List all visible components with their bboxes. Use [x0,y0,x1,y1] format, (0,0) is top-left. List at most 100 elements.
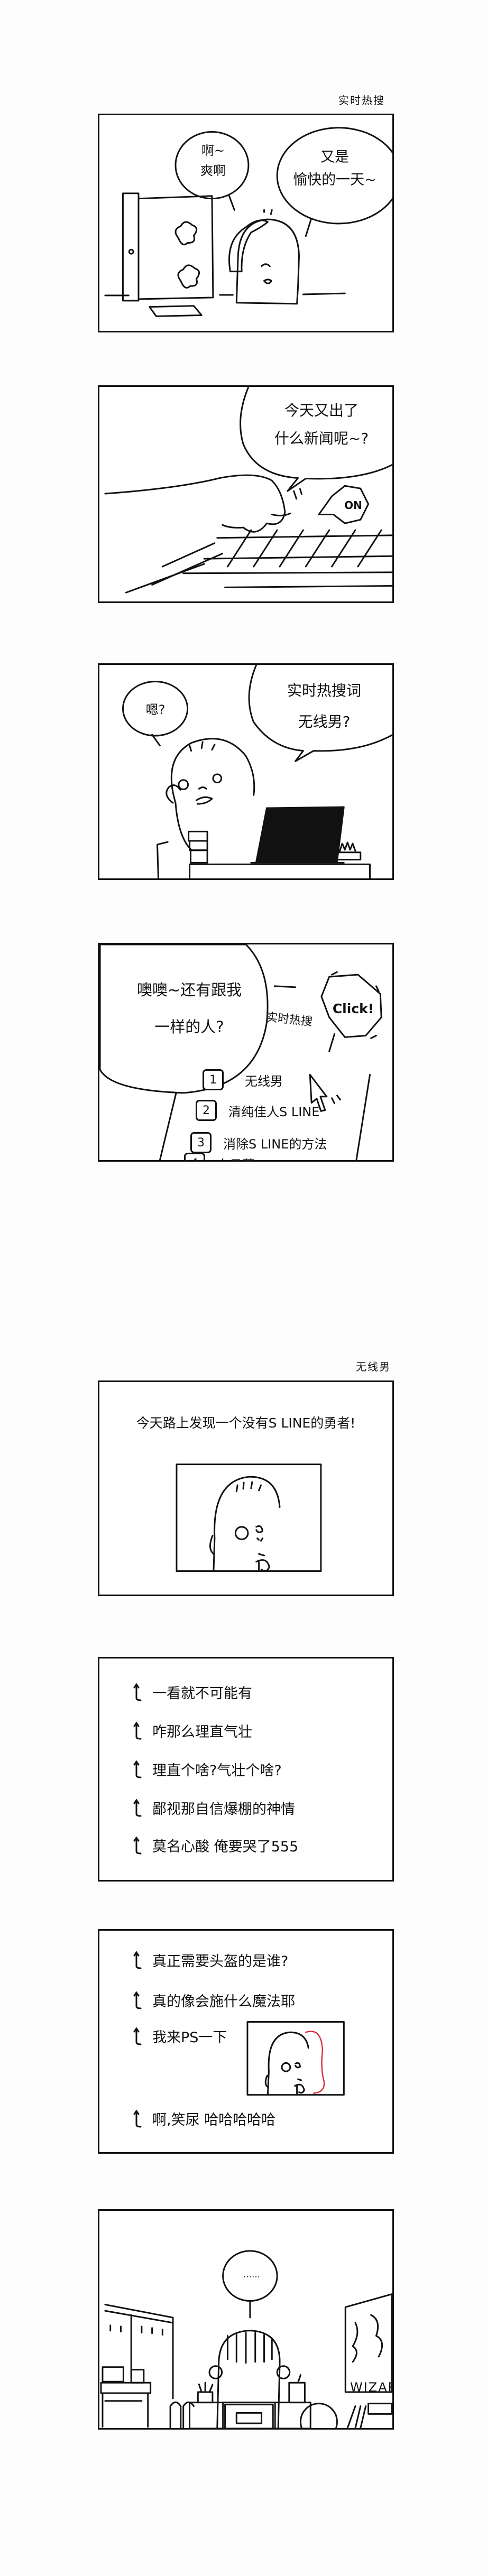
bubble-line: 爽啊 [200,163,226,179]
comment-text: 啊,笑尿 哈哈哈哈哈 [152,2112,276,2128]
comment-line: 鄙视那自信爆棚的神情 [131,1797,295,1818]
desk [189,2402,311,2428]
poster [344,2293,392,2393]
hot-list-item[interactable]: 2 清纯佳人S LINE [196,1100,319,1121]
door-icon [122,192,214,302]
strip-title: 无线男 [356,1360,391,1373]
character-back [208,2330,291,2428]
reply-arrow-icon [133,1683,142,1701]
rank-badge: 4 [184,1153,205,1160]
chair-back [224,2404,274,2428]
speech-bubble-right [248,665,392,762]
plant [336,841,362,861]
on-burst [318,485,370,524]
comic-panel-3: 嗯? 实时热搜词 无线男? [98,663,394,880]
reply-arrow-icon [133,2109,142,2127]
comment-line: 咋那么理直气壮 [131,1720,252,1741]
comic-panel-7: 真正需要头盔的是谁? 真的像会施什么魔法耶 我来PS一下 啊,笑尿 哈哈哈哈哈 [98,1929,394,2154]
hot-list-label: 向日葵 [217,1154,255,1161]
reply-arrow-icon [133,1721,142,1739]
panel-8-drawing [100,2250,392,2428]
hot-list-label: 清纯佳人S LINE [228,1104,320,1119]
bubble-tail [228,195,235,211]
character [228,209,300,305]
cup-stack [188,830,208,864]
laptop [255,806,345,863]
cup-stack [288,2374,306,2404]
keyboard [151,529,392,588]
panel-7-drawing [246,2021,345,2096]
bottles [169,2401,195,2428]
key-press [271,512,291,516]
comment-line: 真正需要头盔的是谁? [131,1950,288,1970]
bubble-line: 噢噢~还有跟我 [136,981,242,999]
comment-text: 鄙视那自信爆棚的神情 [152,1801,295,1818]
comic-panel-1: 啊~ 爽啊 又是 愉快的一天~ [98,114,394,332]
bubble-line: 一样的人? [154,1017,224,1036]
comment-text: 我来PS一下 [152,2030,227,2046]
reply-arrow-icon [133,1799,142,1817]
comment-text: 咋那么理直气壮 [152,1724,252,1740]
click-burst [320,974,382,1038]
speech-bubble-layer [99,944,269,1094]
bubble-text-right: 又是 愉快的一天~ [282,146,388,191]
bubble-line: 啊~ [201,143,225,158]
bag [300,2403,338,2428]
books [346,2403,392,2428]
rank-badge: 2 [196,1100,217,1121]
chair [157,841,169,878]
comment-line: 理直个啥?气壮个啥? [131,1759,282,1780]
reply-arrow-icon [133,2027,142,2045]
bubble-text-left: 啊~ 爽啊 [187,141,240,181]
caption: 今天路上发现一个没有S LINE的勇者! [136,1415,356,1431]
bubble-line: 愉快的一天~ [293,172,376,189]
comment-text: 真正需要头盔的是谁? [152,1953,289,1970]
bubble-line: 又是 [320,149,349,165]
hot-list-item[interactable]: 4 向日葵 [184,1153,255,1161]
bubble-line: 无线男? [298,712,351,730]
reply-arrow-icon [133,1991,142,2009]
screen-edge-right [355,1073,371,1160]
bubble-line: 实时热搜词 [287,682,361,699]
paper [149,305,203,317]
burst-tail [328,1033,336,1052]
photoshopped-photo [246,2021,345,2096]
face-profile [209,1476,281,1572]
arm [104,474,286,533]
sfx-click: Click! [332,1001,374,1016]
comment-text: 一看就不可能有 [152,1685,252,1702]
comment-text: 理直个啥?气壮个啥? [152,1763,282,1779]
window-curtain [104,2303,174,2399]
reply-arrow-icon [133,1836,142,1854]
red-edit-outline [305,2031,325,2094]
motion-lines [331,971,380,1105]
bubble-text-right: 实时热搜词 无线男? [269,675,380,738]
hot-list-item[interactable]: 3 消除S LINE的方法 [190,1132,327,1153]
panel-5-drawing [176,1463,322,1572]
comment-text: 莫名心酸 俺要哭了555 [152,1839,299,1855]
speech-bubble [99,944,269,1094]
comic-panel-4: 噢噢~还有跟我 一样的人? 实时热搜 Click! 1 无线男 2 清纯佳人S … [98,943,394,1162]
bubble-tail [151,734,161,747]
comment-line: 啊,笑尿 哈哈哈哈哈 [131,2108,275,2129]
face-profile [264,2031,309,2096]
hot-list-item[interactable]: 1 无线男 [203,1069,283,1090]
bubble-text-left: 嗯? [145,702,166,717]
speech-bubble-left [122,681,189,737]
comic-panel-8: …… WIZAR [98,2209,394,2430]
bubble-tail [305,218,312,237]
comment-text: 真的像会施什么魔法耶 [152,1994,295,2010]
panel-1-drawing [104,127,392,317]
comic-panel-2: 今天又出了 什么新闻呢~? ON [98,385,394,603]
hot-list-label: 无线男 [245,1073,283,1089]
mouse-pointer-icon [309,1073,328,1112]
comment-line: 一看就不可能有 [131,1682,252,1702]
plant-pot [197,2382,214,2404]
bubble-line: 今天又出了 [284,402,359,419]
bubble-text: …… [243,2269,260,2280]
sfx-on: ON [344,499,362,512]
photo-frame [176,1463,322,1572]
screen-top [273,985,297,988]
bubble-text: 今天又出了 什么新闻呢~? [258,396,385,452]
comic-panel-5: 今天路上发现一个没有S LINE的勇者! [98,1380,394,1596]
